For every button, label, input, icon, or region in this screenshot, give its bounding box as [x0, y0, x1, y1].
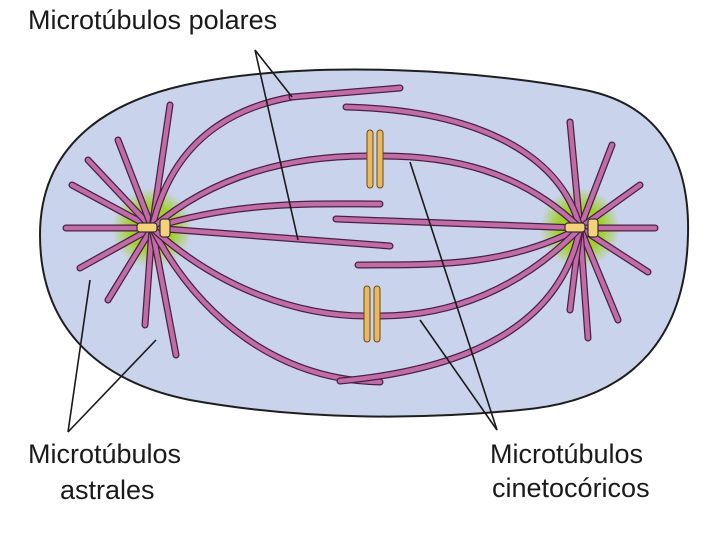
microtubule-astral-15	[577, 225, 591, 341]
label-polar-microtubules: Microtúbulos polares	[28, 5, 278, 35]
chromosome-lower	[363, 285, 381, 343]
chromosome-upper	[366, 129, 384, 189]
microtubule-polar-25	[289, 85, 403, 100]
centrosome-icon	[159, 218, 171, 238]
microtubule-kin-28	[149, 225, 369, 319]
microtubule-astral-0	[69, 182, 155, 231]
label-kinetochore-microtubules-line1: Microtúbulos	[490, 439, 644, 469]
microtubule-polar-22	[333, 216, 583, 231]
microtubule-astral-7	[142, 225, 155, 328]
right-centrosome	[564, 218, 599, 238]
chromosome-icon	[376, 129, 384, 189]
centrosome-icon	[564, 222, 586, 233]
microtubule-astral-8	[149, 225, 179, 358]
chromosome-icon	[366, 129, 374, 189]
microtubule-kin-29	[377, 225, 583, 319]
microtubule-polar-19	[149, 225, 393, 249]
centrosome-icon	[587, 218, 599, 238]
microtubule-astral-14	[577, 225, 621, 323]
centrosome-icon	[136, 222, 158, 233]
microtubule-kin-26	[149, 153, 371, 231]
label-astral-microtubules-line2: astrales	[60, 475, 155, 505]
microtubule-astral-5	[77, 225, 155, 271]
microtubule-polar-21	[343, 104, 583, 231]
microtubule-astral-1	[85, 157, 155, 231]
microtubule-polar-24	[337, 225, 583, 384]
chromosome-icon	[363, 285, 371, 343]
microtubule-astral-6	[105, 225, 155, 303]
microtubules	[62, 84, 659, 386]
pointer-kineto-1	[409, 161, 498, 431]
microtubule-astral-10	[577, 142, 615, 231]
left-centrosome	[136, 218, 171, 238]
microtubule-kin-27	[379, 153, 583, 231]
pointer-kineto-2	[419, 319, 498, 431]
pointer-polar-2	[254, 49, 299, 241]
pointer-polar-1	[254, 49, 293, 98]
microtubule-polar-23	[355, 225, 583, 268]
label-kinetochore-microtubules-line2: cinetocóricos	[492, 473, 650, 503]
pointer-astral-1	[67, 279, 91, 433]
chromosome-icon	[373, 285, 381, 343]
pointer-lines	[67, 49, 498, 433]
label-astral-microtubules-line1: Microtúbulos	[28, 439, 182, 469]
microtubule-polar-18	[149, 201, 383, 231]
microtubule-astral-2	[115, 137, 155, 231]
microtubule-astral-9	[567, 119, 583, 231]
pointer-astral-2	[67, 339, 157, 433]
